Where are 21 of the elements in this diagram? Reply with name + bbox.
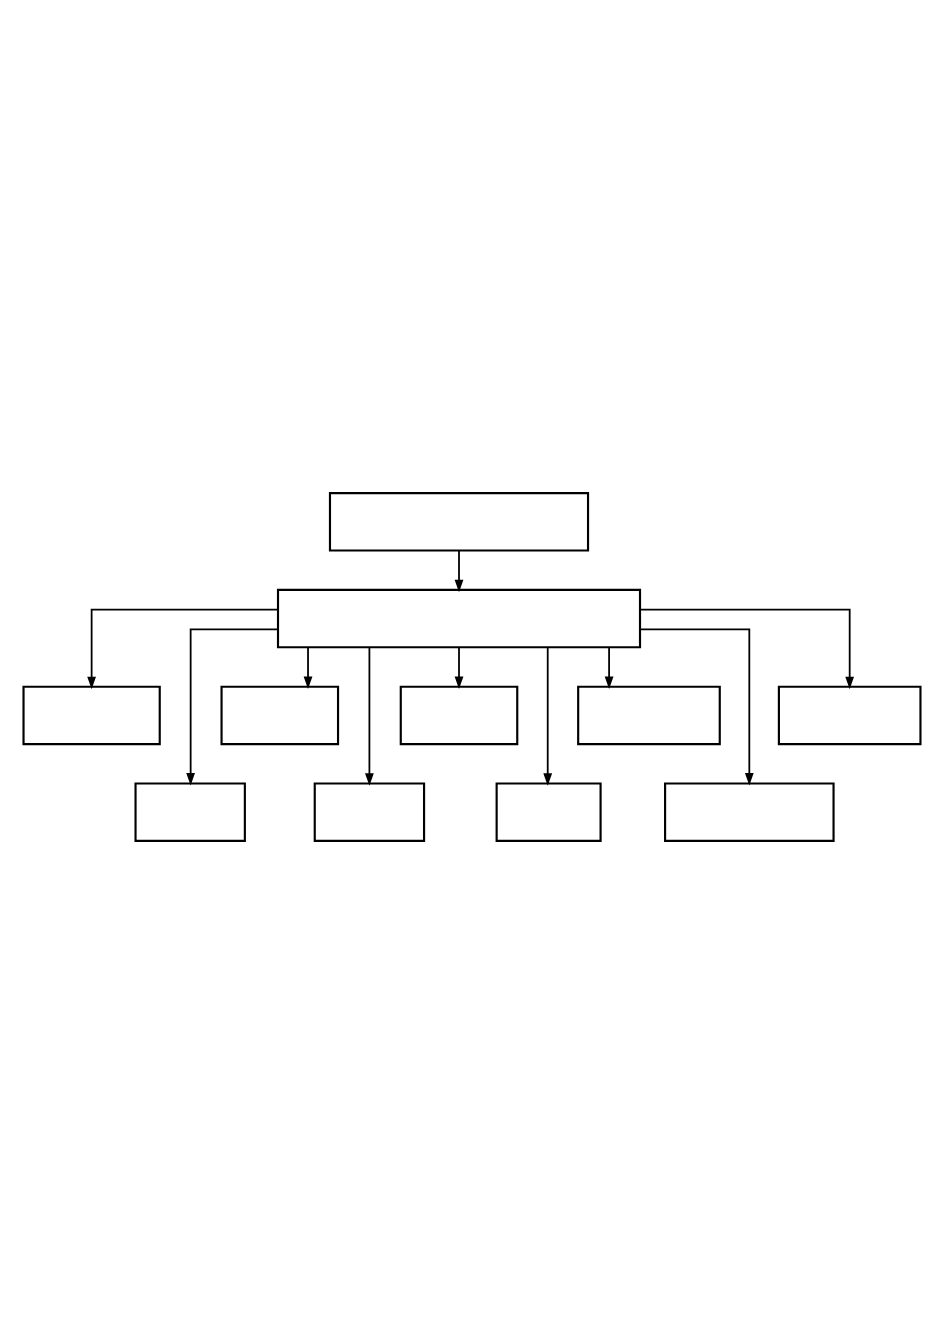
arrow [543,646,553,785]
node-box [22,684,161,745]
arrow [303,645,313,689]
arrow [454,548,464,592]
node-box [577,684,721,745]
arrow [639,627,754,785]
arrow [454,645,464,689]
node-box [276,587,642,648]
node-box [664,781,835,841]
node-box [328,491,590,551]
arrow [604,645,614,689]
arrow [87,607,279,689]
arrow [365,646,374,785]
arrow [639,607,855,689]
node-box [134,781,246,841]
node-box [220,684,340,745]
node-box [399,684,519,745]
node-box [777,684,922,745]
node-box [313,781,426,841]
arrow [186,627,279,785]
node-box [495,781,602,841]
